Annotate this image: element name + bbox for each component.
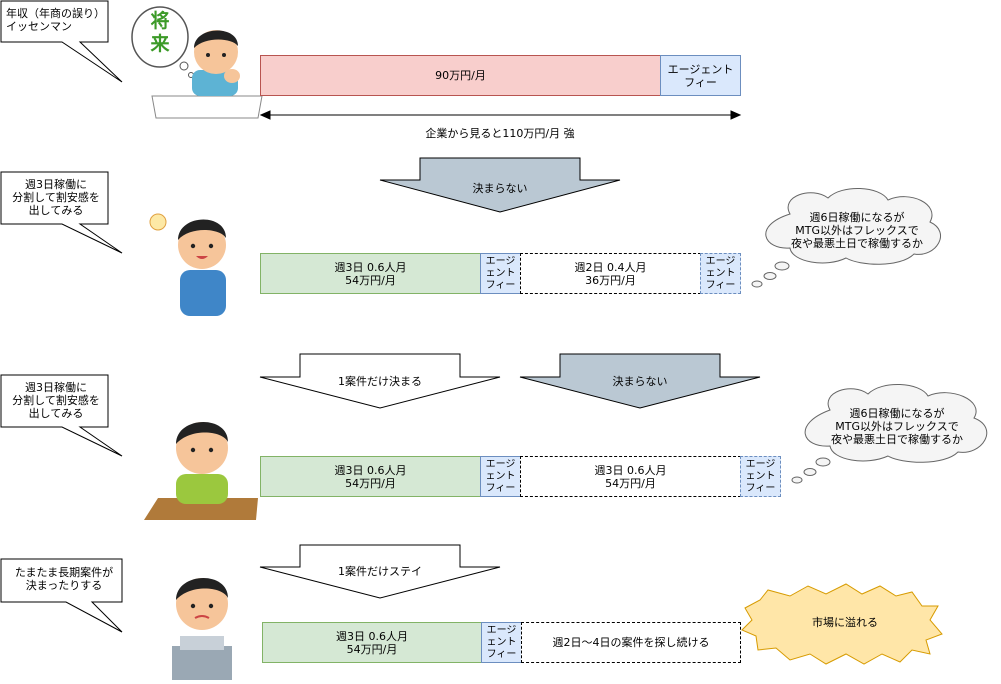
callout-text-2: 週3日稼働に 分割して割安感を 出してみる	[12, 178, 100, 217]
plan-a-box-3: 週3日 0.6人月 54万円/月	[262, 622, 482, 663]
thought-kanji-future: 将 来	[150, 10, 170, 55]
callout-shape-3	[0, 374, 123, 457]
span-arrow	[259, 110, 742, 120]
person-thinking-illustration	[131, 6, 263, 119]
callout-shape-1	[0, 0, 123, 83]
plan-b-box: 週2日 0.4人月 36万円/月	[520, 253, 701, 294]
arrow-label-undecided-1: 決まらない	[472, 182, 528, 195]
thought-cloud-1	[751, 187, 942, 288]
search-continue-box: 週2日～4日の案件を探し続ける	[521, 622, 741, 663]
agent-fee-box: エージェント フィー	[660, 55, 741, 96]
market-burst	[741, 583, 943, 665]
salary-box: 90万円/月	[260, 55, 661, 96]
callout-text-3: 週3日稼働に 分割して割安感を 出してみる	[12, 381, 100, 420]
thought-cloud-2	[791, 383, 988, 484]
plan-b-box-2: 週3日 0.6人月 54万円/月	[520, 456, 741, 497]
down-arrow-undecided-2	[519, 353, 761, 409]
plan-a-fee: エージ ェント フィー	[480, 253, 521, 294]
down-arrow-stay	[259, 544, 501, 599]
arrow-label-undecided-2: 決まらない	[612, 375, 668, 388]
person-worried-illustration	[144, 421, 258, 520]
callout-shape-2	[0, 171, 123, 254]
down-arrow-undecided-1	[379, 157, 621, 213]
down-arrow-one-decided	[259, 353, 501, 409]
plan-a-fee-3: エージ ェント フィー	[481, 622, 522, 663]
callout-shape-4	[0, 558, 123, 633]
arrow-label-stay: 1案件だけステイ	[338, 565, 422, 578]
cloud-text-1: 週6日稼働になるが MTG以外はフレックスで 夜や最悪土日で稼働するか	[791, 211, 923, 250]
cloud-text-2: 週6日稼働になるが MTG以外はフレックスで 夜や最悪土日で稼働するか	[831, 407, 963, 446]
plan-b-fee: エージ ェント フィー	[700, 253, 741, 294]
arrow-label-one-decided: 1案件だけ決まる	[338, 375, 422, 388]
person-crying-illustration	[172, 577, 232, 680]
plan-b-fee-2: エージ ェント フィー	[740, 456, 781, 497]
burst-text: 市場に溢れる	[812, 616, 878, 629]
callout-text-1: 年収（年商の誤り） イッセンマン	[6, 7, 105, 33]
callout-text-4: たまたま長期案件が 決まったりする	[14, 566, 114, 592]
plan-a-box: 週3日 0.6人月 54万円/月	[260, 253, 481, 294]
person-idea-illustration	[149, 213, 226, 316]
span-label: 企業から見ると110万円/月 強	[425, 127, 575, 140]
plan-a-fee-2: エージ ェント フィー	[480, 456, 521, 497]
plan-a-box-2: 週3日 0.6人月 54万円/月	[260, 456, 481, 497]
